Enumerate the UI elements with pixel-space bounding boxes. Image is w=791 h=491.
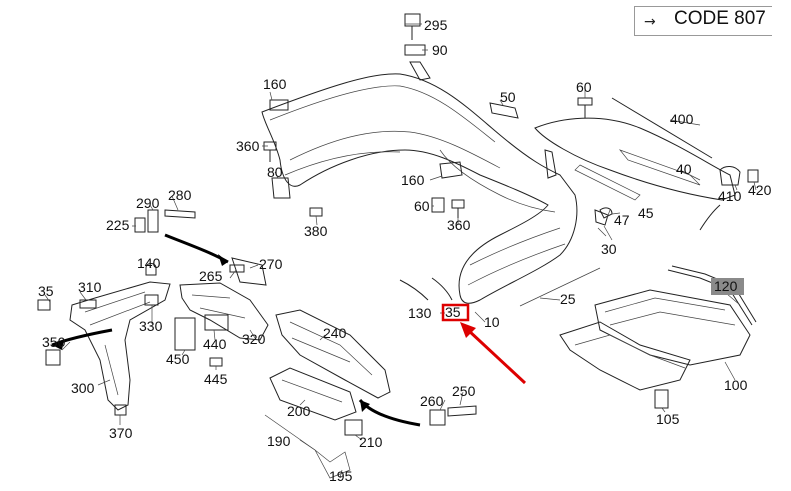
fasteners-drawing [114, 13, 669, 436]
part-label[interactable]: 225 [106, 217, 130, 233]
part-label[interactable]: 190 [267, 433, 291, 449]
part-label[interactable]: 330 [139, 318, 163, 334]
part-label[interactable]: 310 [78, 279, 102, 295]
part-label[interactable]: 50 [500, 89, 516, 105]
part-label[interactable]: 100 [724, 377, 748, 393]
part-label[interactable]: 160 [263, 76, 287, 92]
side-brackets-drawing [37, 99, 391, 479]
part-label[interactable]: 300 [71, 380, 95, 396]
part-label[interactable]: 120 [714, 278, 738, 294]
part-label[interactable]: 35 [445, 304, 461, 320]
part-labels: 295 90 160 50 60 400 360 80 160 40 410 4… [38, 17, 772, 484]
part-label[interactable]: 250 [452, 383, 476, 399]
part-label[interactable]: 45 [638, 205, 654, 221]
highlight-box [441, 303, 470, 322]
part-label[interactable]: 30 [601, 241, 617, 257]
assembly-arrows [51, 233, 421, 427]
part-label[interactable]: 450 [166, 351, 190, 367]
part-label[interactable]: 320 [242, 331, 266, 347]
part-label[interactable]: 290 [136, 195, 160, 211]
part-label[interactable]: 400 [670, 111, 694, 127]
part-label[interactable]: 295 [424, 17, 448, 33]
arrow-right-icon: → [644, 14, 656, 30]
code-label: CODE 807 [674, 8, 766, 29]
part-label[interactable]: 140 [137, 255, 161, 271]
part-label[interactable]: 260 [420, 393, 444, 409]
bumper-carrier-drawing [559, 265, 757, 391]
part-label[interactable]: 60 [576, 79, 592, 95]
part-label[interactable]: 420 [748, 182, 772, 198]
part-label[interactable]: 410 [718, 188, 742, 204]
part-label[interactable]: 90 [432, 42, 448, 58]
part-label[interactable]: 200 [287, 403, 311, 419]
part-label[interactable]: 160 [401, 172, 425, 188]
diffuser-drawing [534, 97, 736, 231]
part-label[interactable]: 40 [676, 161, 692, 177]
part-label[interactable]: 10 [484, 314, 500, 330]
shaded-label-background [711, 278, 744, 295]
code-box [634, 6, 772, 36]
part-label[interactable]: 380 [304, 223, 328, 239]
leader-lines [44, 23, 757, 479]
part-label[interactable]: 440 [203, 336, 227, 352]
part-label[interactable]: 280 [168, 187, 192, 203]
highlight-arrow-shaft [466, 328, 527, 385]
part-label[interactable]: 265 [199, 268, 223, 284]
part-label[interactable]: 25 [560, 291, 576, 307]
part-label[interactable]: 270 [259, 256, 283, 272]
part-label[interactable]: 60 [414, 198, 430, 214]
part-label[interactable]: 130 [408, 305, 432, 321]
part-label[interactable]: 240 [323, 325, 347, 341]
moldings-drawing [399, 102, 759, 307]
part-label[interactable]: 80 [267, 164, 283, 180]
part-label[interactable]: 35 [38, 283, 54, 299]
part-label[interactable]: 360 [236, 138, 260, 154]
part-label[interactable]: 360 [447, 217, 471, 233]
part-label[interactable]: 47 [614, 212, 630, 228]
part-label[interactable]: 370 [109, 425, 133, 441]
highlight-arrow-head [460, 322, 476, 338]
part-label[interactable]: 445 [204, 371, 228, 387]
part-label[interactable]: 350 [42, 334, 66, 350]
part-label[interactable]: 195 [329, 468, 353, 484]
part-label[interactable]: 210 [359, 434, 383, 450]
part-label[interactable]: 105 [656, 411, 680, 427]
